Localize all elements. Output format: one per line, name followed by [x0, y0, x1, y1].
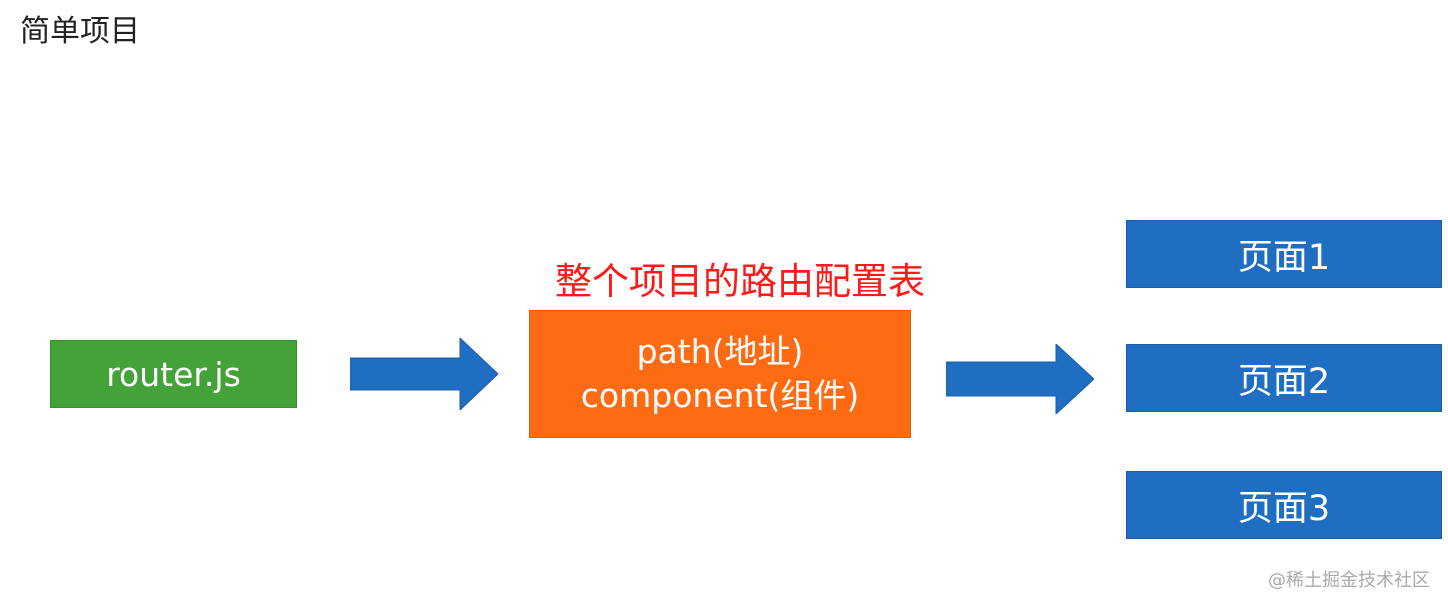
- page-box-1: 页面1: [1126, 220, 1442, 288]
- arrow-shape: [946, 344, 1094, 414]
- component-text: component(组件): [580, 376, 860, 415]
- route-config-box: path(地址) component(组件): [529, 310, 911, 438]
- router-js-label: router.js: [106, 354, 241, 394]
- watermark: @稀土掘金技术社区: [1268, 570, 1430, 591]
- page-box-3: 页面3: [1126, 471, 1442, 539]
- arrow-router-to-config: [350, 338, 498, 410]
- page-label-3: 页面3: [1237, 488, 1331, 529]
- page-title: 简单项目: [20, 14, 140, 49]
- router-js-box: router.js: [50, 340, 297, 408]
- path-text: path(地址): [636, 332, 804, 371]
- page-label-2: 页面2: [1237, 361, 1331, 402]
- config-table-label: 整个项目的路由配置表: [555, 260, 925, 303]
- page-label-1: 页面1: [1237, 237, 1331, 278]
- arrow-shape: [350, 338, 498, 410]
- arrow-config-to-pages: [946, 344, 1094, 414]
- page-box-2: 页面2: [1126, 344, 1442, 412]
